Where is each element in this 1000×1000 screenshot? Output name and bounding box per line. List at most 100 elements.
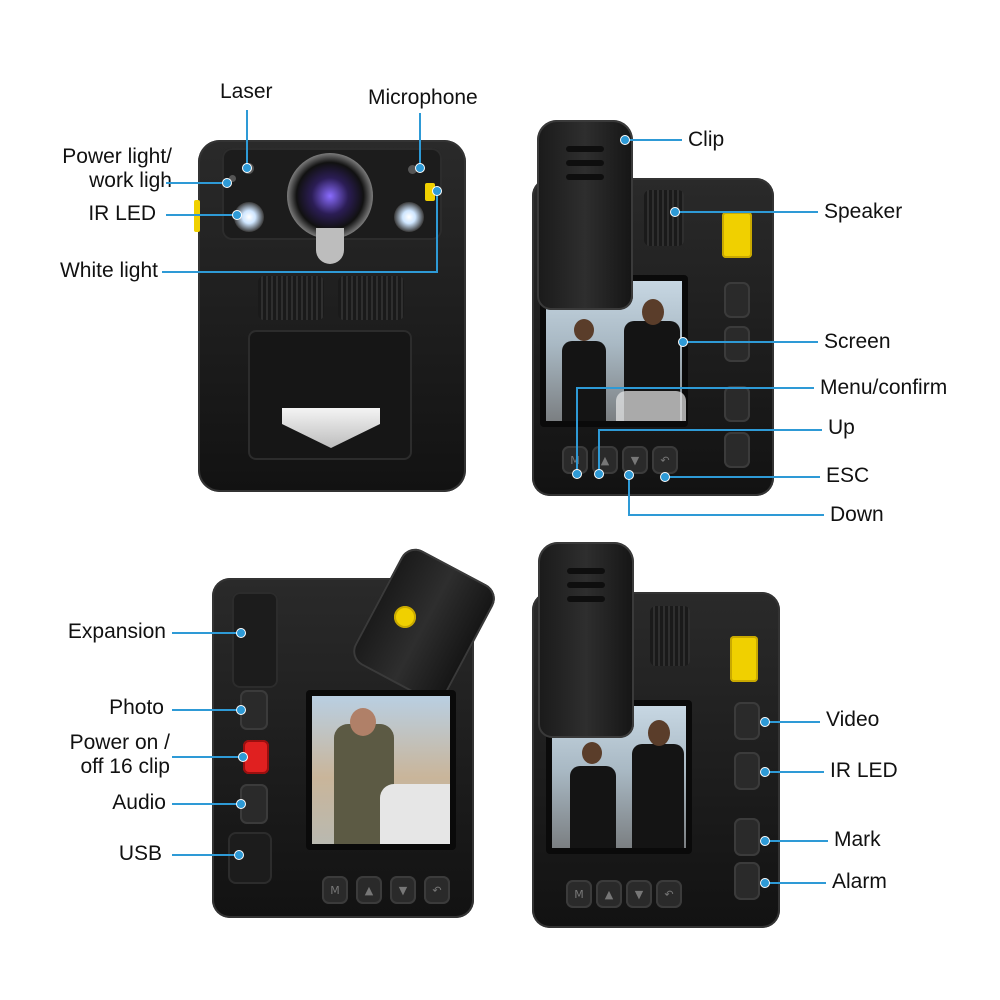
down-button-top[interactable]: ▼: [622, 446, 648, 474]
callout-white-light-v: [436, 190, 438, 273]
label-up: Up: [828, 416, 855, 439]
side-screen: [306, 690, 456, 850]
label-audio: Audio: [112, 791, 166, 814]
label-video: Video: [826, 708, 880, 731]
microphone-hole: [408, 165, 417, 174]
callout-menu-v: [576, 387, 578, 473]
callout-photo-line: [172, 709, 240, 711]
callout-ir-led-front-dot: [232, 210, 242, 220]
callout-screen-line: [684, 341, 818, 343]
callout-up-dot: [594, 469, 604, 479]
video-button[interactable]: [734, 702, 760, 740]
callout-ir-led-front-line: [166, 214, 236, 216]
callout-alarm-dot: [760, 878, 770, 888]
callout-mark-line: [766, 840, 828, 842]
callout-down-dot: [624, 470, 634, 480]
callout-usb-line: [172, 854, 238, 856]
label-clip: Clip: [688, 128, 725, 151]
callout-white-light-h: [162, 271, 438, 273]
callout-power-light-line: [166, 182, 228, 184]
up-button-bottom[interactable]: ▲: [596, 880, 622, 908]
callout-microphone-line: [419, 113, 421, 168]
callout-usb-dot: [234, 850, 244, 860]
label-esc: ESC: [826, 464, 870, 487]
callout-speaker-line: [676, 211, 818, 213]
callout-down-v: [628, 474, 630, 515]
ir-led-right: [394, 202, 424, 232]
callout-ir-led-side-dot: [760, 767, 770, 777]
callout-menu-dot: [572, 469, 582, 479]
expansion-panel: [232, 592, 278, 688]
callout-up-h: [598, 429, 822, 431]
label-screen: Screen: [824, 330, 891, 353]
belt-clip-top: [537, 120, 633, 310]
label-usb: USB: [118, 842, 162, 865]
side-yellow-screw: [394, 606, 416, 628]
side-button-4-top[interactable]: [724, 432, 750, 468]
back-speaker-grille: [644, 190, 684, 246]
label-photo: Photo: [109, 696, 164, 719]
side-yellow-edge: [194, 200, 200, 232]
callout-power-dot: [238, 752, 248, 762]
callout-clip-dot: [620, 135, 630, 145]
front-speaker-grille-right: [338, 276, 404, 320]
callout-power-light-dot: [222, 178, 232, 188]
label-alarm: Alarm: [832, 870, 887, 893]
esc-button-bottom[interactable]: ↶: [656, 880, 682, 908]
callout-alarm-line: [766, 882, 826, 884]
ir-led-button[interactable]: [734, 752, 760, 790]
label-menu-confirm: Menu/confirm: [820, 376, 948, 399]
callout-speaker-dot: [670, 207, 680, 217]
power-indicator: [229, 175, 236, 182]
label-laser: Laser: [220, 80, 273, 103]
alarm-button[interactable]: [734, 862, 760, 900]
callout-up-v: [598, 429, 600, 473]
label-ir-led-front: IR LED: [88, 202, 156, 225]
down-button-bottom[interactable]: ▼: [626, 880, 652, 908]
callout-laser-dot: [242, 163, 252, 173]
callout-audio-line: [172, 803, 240, 805]
down-button-side[interactable]: ▼: [390, 876, 416, 904]
callout-clip-line: [624, 139, 682, 141]
callout-white-light-dot: [432, 186, 442, 196]
label-speaker: Speaker: [824, 200, 903, 223]
callout-microphone-dot: [415, 163, 425, 173]
menu-button-side[interactable]: M: [322, 876, 348, 904]
callout-expansion-dot: [236, 628, 246, 638]
esc-button-side[interactable]: ↶: [424, 876, 450, 904]
callout-esc-line: [666, 476, 820, 478]
menu-button-bottom[interactable]: M: [566, 880, 592, 908]
label-power-on-off: Power on / off 16 clip: [69, 731, 170, 778]
label-microphone: Microphone: [368, 86, 478, 109]
lens-bracket: [316, 228, 344, 264]
callout-mark-dot: [760, 836, 770, 846]
callout-screen-dot: [678, 337, 688, 347]
label-power-light: Power light/ work ligh: [62, 145, 172, 192]
label-white-light: White light: [59, 259, 158, 282]
label-expansion: Expansion: [67, 620, 166, 643]
label-ir-led-side: IR LED: [830, 759, 898, 782]
camera-lens: [287, 153, 373, 239]
white-light-strip: [425, 183, 435, 201]
callout-ir-led-side-line: [766, 771, 824, 773]
belt-clip-bottom: [538, 542, 634, 738]
esc-button-top[interactable]: ↶: [652, 446, 678, 474]
callout-audio-dot: [236, 799, 246, 809]
callout-video-line: [766, 721, 820, 723]
callout-menu-h: [576, 387, 814, 389]
callout-down-h: [628, 514, 824, 516]
label-mark: Mark: [834, 828, 881, 851]
mark-button[interactable]: [734, 818, 760, 856]
side-button-3-top[interactable]: [724, 386, 750, 422]
back-yellow-button: [722, 212, 752, 258]
side-button-1-top[interactable]: [724, 282, 750, 318]
callout-photo-dot: [236, 705, 246, 715]
label-down: Down: [830, 503, 884, 526]
callout-laser-line: [246, 110, 248, 168]
back-speaker-grille-2: [650, 606, 690, 666]
back-yellow-button-2: [730, 636, 758, 682]
side-button-2-top[interactable]: [724, 326, 750, 362]
callout-video-dot: [760, 717, 770, 727]
callout-expansion-line: [172, 632, 240, 634]
up-button-side[interactable]: ▲: [356, 876, 382, 904]
